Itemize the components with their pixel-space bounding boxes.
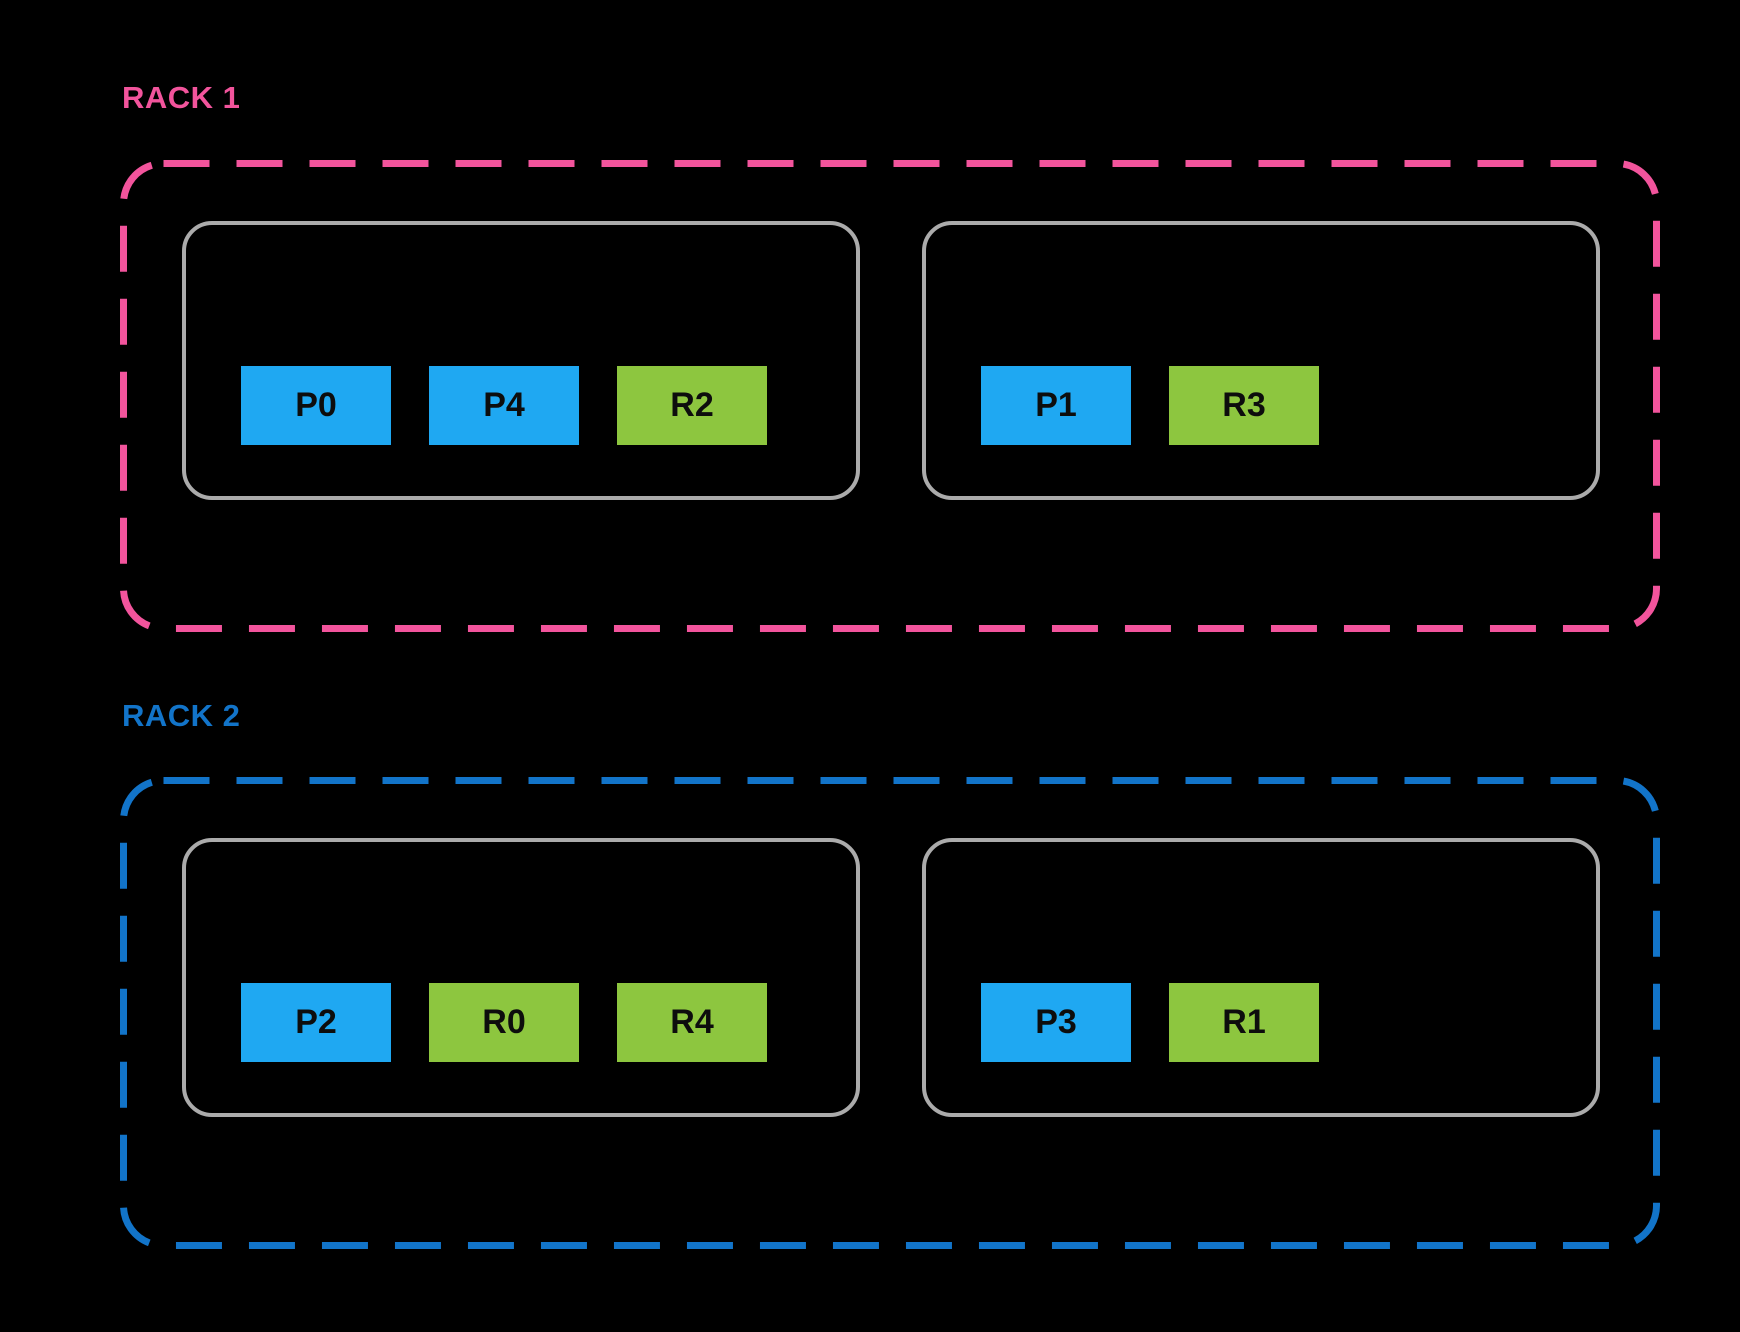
rack-1-label: RACK 1 xyxy=(122,80,241,115)
rack-2-node-1: P2 R0 R4 xyxy=(182,838,860,1117)
rack-2-dashed-border xyxy=(120,777,1660,1249)
rack-1-boundary: P0 P4 R2 P1 R3 xyxy=(120,160,1660,632)
rack-1-node-2: P1 R3 xyxy=(922,221,1600,500)
box-p1: P1 xyxy=(981,366,1131,445)
box-r0: R0 xyxy=(429,983,579,1062)
box-p4: P4 xyxy=(429,366,579,445)
box-r1: R1 xyxy=(1169,983,1319,1062)
box-p0: P0 xyxy=(241,366,391,445)
rack-2-label: RACK 2 xyxy=(122,698,241,733)
rack-2-dashed-border-rect xyxy=(120,777,1660,1249)
rack-1-node-1: P0 P4 R2 xyxy=(182,221,860,500)
box-p3: P3 xyxy=(981,983,1131,1062)
rack-2-node-2: P3 R1 xyxy=(922,838,1600,1117)
box-r4: R4 xyxy=(617,983,767,1062)
rack-1-dashed-border-rect xyxy=(120,160,1660,632)
box-r2: R2 xyxy=(617,366,767,445)
box-r3: R3 xyxy=(1169,366,1319,445)
box-p2: P2 xyxy=(241,983,391,1062)
rack-1-dashed-border xyxy=(120,160,1660,632)
rack-2-boundary: P2 R0 R4 P3 R1 xyxy=(120,777,1660,1249)
